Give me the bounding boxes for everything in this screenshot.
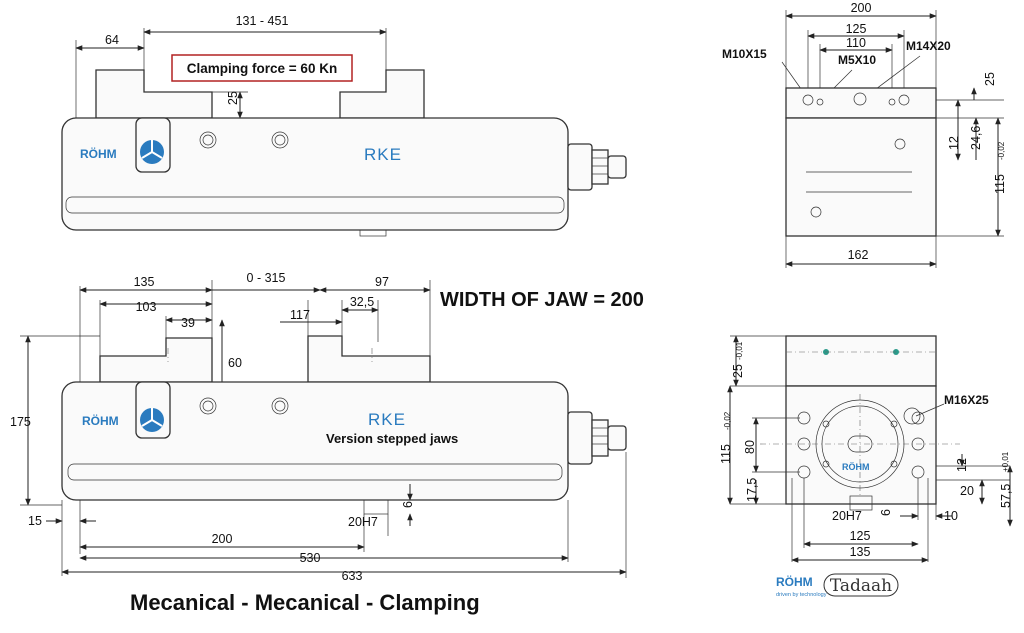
stepped-vise-view: 135 0 - 315 97 103 32,5 117 39 60 175 (10, 271, 627, 583)
thread-m5: M5X10 (838, 53, 876, 67)
dim-step-6: 6 (401, 501, 415, 508)
brand-top: RÖHM (80, 146, 117, 161)
side-bottom-jaw (785, 335, 937, 387)
dim-side-115: 115 (993, 174, 1007, 194)
dim-step-175: 175 (10, 415, 31, 429)
dim-step-39: 39 (181, 316, 195, 330)
width-of-jaw-label: WIDTH OF JAW = 200 (440, 289, 644, 311)
dim-side-12: 12 (947, 136, 961, 150)
side-body (785, 117, 937, 237)
thread-m14: M14X20 (906, 39, 951, 53)
dim-bottom-6: 6 (879, 509, 893, 516)
side-bottom-body (785, 385, 937, 505)
dim-bottom-135: 135 (850, 545, 871, 559)
dim-step-200: 200 (212, 532, 233, 546)
dim-range: 131 - 451 (236, 14, 289, 28)
dim-bottom-125: 125 (850, 529, 871, 543)
clamp-force-box (171, 54, 353, 82)
dim-bottom-575: 57,5 (999, 484, 1013, 508)
stepped-moving-jaw (307, 335, 431, 383)
thread-m16: M16X25 (944, 393, 989, 407)
stepped-fixed-jaw (99, 337, 213, 383)
tol-bottom-115: -0,02 (723, 411, 732, 430)
thread-m10: M10X15 (722, 47, 767, 61)
dim-step-530: 530 (300, 551, 321, 565)
footer-title: Mecanical - Mecanical - Clamping (130, 590, 480, 615)
tol-side-115: -0,02 (997, 141, 1006, 160)
brand-step: RÖHM (82, 413, 119, 428)
dim-bottom-12: 12 (955, 458, 969, 472)
logo-rohm: RÖHM (776, 574, 813, 589)
dim-step-633: 633 (342, 569, 363, 583)
dim-step-97: 97 (375, 275, 389, 289)
top-vise-view: 131 - 451 64 25 Clamping force = 60 Kn R… (61, 14, 627, 237)
tol-bottom-25: -0,01 (735, 341, 744, 360)
dim-bottom-25: 25 (731, 364, 745, 378)
dim-step-15: 15 (28, 514, 42, 528)
dim-step-0315: 0 - 315 (247, 271, 286, 285)
dim-bottom-115: 115 (719, 444, 733, 464)
dim-bottom-80: 80 (743, 440, 757, 454)
dim-side-162: 162 (848, 248, 869, 262)
logo-rohm-tag: driven by technology (776, 592, 827, 598)
dim-side-width: 200 (851, 1, 872, 15)
dim-bottom-20h7: 20H7 (832, 509, 862, 523)
side-view-top: 200 125 110 M10X15 M5X10 M14X20 25 12 24… (722, 1, 1007, 268)
model-top: RKE (364, 145, 402, 164)
dim-side-110: 110 (846, 36, 866, 50)
dim-side-125: 125 (846, 22, 867, 36)
version-label: Version stepped jaws (326, 431, 458, 446)
side-view-bottom: RÖHM M16X25 25 -0,01 115 -0,02 80 17,5 1… (719, 335, 1013, 563)
dim-bottom-20: 20 (960, 484, 974, 498)
side-jaw (785, 87, 937, 119)
dim-offset: 64 (105, 33, 119, 47)
clamp-force-label: Clamping force = 60 Kn (187, 61, 337, 76)
dim-side-25: 25 (983, 72, 997, 86)
dim-step-20h7: 20H7 (348, 515, 378, 529)
brand-bottom: RÖHM (842, 462, 870, 472)
dim-step-103: 103 (136, 300, 157, 314)
model-step: RKE (368, 410, 406, 429)
dim-bottom-10: 10 (944, 509, 958, 523)
tol-bottom-12: +0,01 (1001, 451, 1010, 472)
dim-step-325: 32,5 (350, 295, 374, 309)
logo-tadaah: Tadaah (830, 576, 892, 596)
dim-bottom-175: 17,5 (745, 478, 759, 502)
dim-jaw-height: 25 (226, 91, 240, 105)
dim-step-60: 60 (228, 356, 242, 370)
dim-step-117: 117 (290, 308, 310, 322)
dim-step-135: 135 (134, 275, 155, 289)
dim-side-246: 24,6 (969, 126, 983, 150)
